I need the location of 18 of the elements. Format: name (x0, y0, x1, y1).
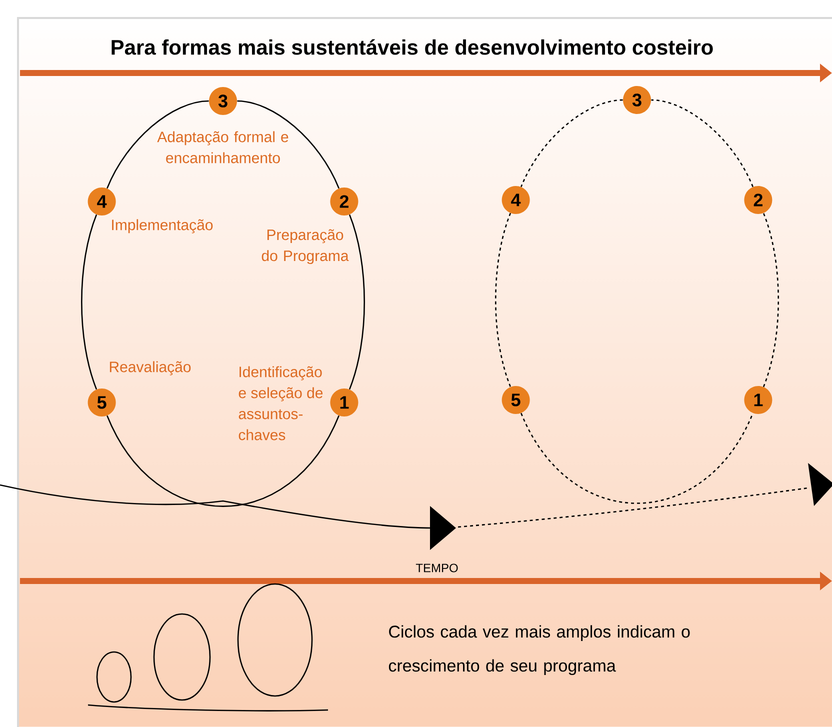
title: Para formas mais sustentáveis de desenvolvimento costeiro (112, 39, 713, 55)
axis-label: TEMPO (416, 564, 458, 572)
step-label: Identificação e seleção de assuntos-chaves (238, 366, 323, 440)
cycle-arc (762, 212, 779, 388)
cycle-arc (106, 415, 340, 507)
cycle-arc (106, 100, 209, 189)
step-label: Implementação (112, 219, 213, 234)
cycle-arc (81, 214, 98, 390)
cycle-arc (520, 99, 623, 188)
step-label: Adaptação formal e encaminhamento (157, 131, 288, 164)
step-label: Preparação do Programa (262, 229, 349, 264)
cycle-arc (237, 100, 340, 189)
step-label: Reavaliação (110, 361, 191, 376)
note-text: Ciclos cada vez mais amplos indicam o crescimento de seu programa (388, 625, 690, 676)
cycle-arc (348, 214, 365, 390)
cycle-arc (651, 99, 754, 188)
cycle-arc (520, 412, 754, 504)
cycle-arc (495, 212, 512, 388)
